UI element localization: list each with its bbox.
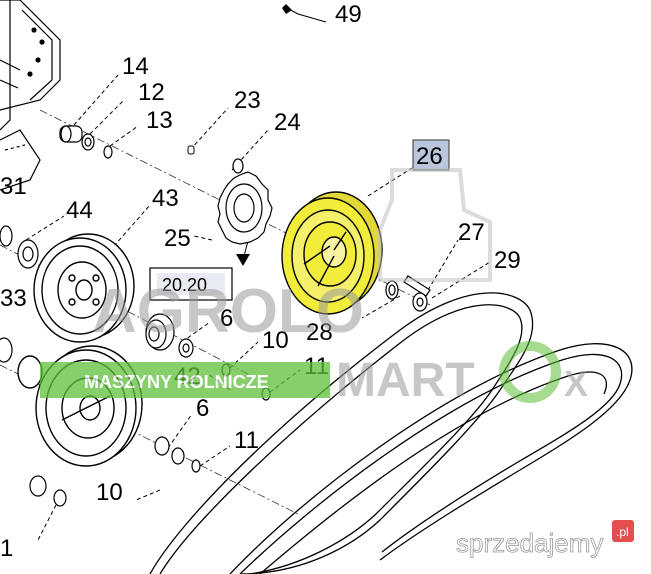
watermark: AGROLO MART X [92,168,588,407]
pulley-43 [33,233,135,343]
sprocket-25 [217,158,273,245]
washer-44 [0,225,39,269]
part-number-31: 31 [0,173,27,200]
site-watermark-text: sprzedajemy [456,528,603,558]
watermark-brand-left: AGROLO [92,277,364,346]
part-number-49: 49 [335,1,362,28]
v-belts [149,292,633,574]
part-number-1: 1 [0,535,13,562]
part-number-28: 28 [306,319,333,346]
part-number-14: 14 [122,53,149,80]
part-number-29: 29 [494,247,521,274]
part-number-24: 24 [274,109,301,136]
part-number-13: 13 [146,107,173,134]
lower-washers [29,436,201,507]
watermark-tagline: MASZYNY ROLNICZE [84,372,269,392]
part-number-44: 44 [66,197,93,224]
callout-49: 49 [282,1,362,28]
part-number-25: 25 [164,225,191,252]
part-number-27: 27 [458,219,485,246]
pin-23 [187,145,195,155]
watermark-tractor-icon [378,168,492,282]
watermark-tagline-bar: MASZYNY ROLNICZE [40,362,330,398]
part-number-26: 26 [416,143,443,170]
watermark-brand-x: X [564,363,588,404]
part-number-33: 33 [0,285,27,312]
part-number-6-lower: 6 [196,395,209,422]
highlighted-pulley-26 [281,191,383,315]
part-number-43: 43 [152,185,179,212]
part-number-6-upper: 6 [220,305,233,332]
site-watermark: sprzedajemy .pl [456,520,634,558]
part-number-10-lower: 10 [96,479,123,506]
bushing-group-14-12-13 [59,125,113,159]
bearing-33 [0,337,13,363]
reference-label: 20.20 [162,275,207,295]
part-number-23: 23 [234,87,261,114]
part-number-12: 12 [138,79,165,106]
highlighted-callout-26: 26 [412,139,450,171]
site-watermark-tld: .pl [616,525,629,539]
watermark-leaf-icon [499,341,561,403]
watermark-brand-right: MART [336,354,475,407]
part-number-10-upper: 10 [262,327,289,354]
part-number-11-lower: 11 [234,427,259,454]
reference-box: 20.20 [149,203,259,301]
frame-structure [0,0,61,191]
